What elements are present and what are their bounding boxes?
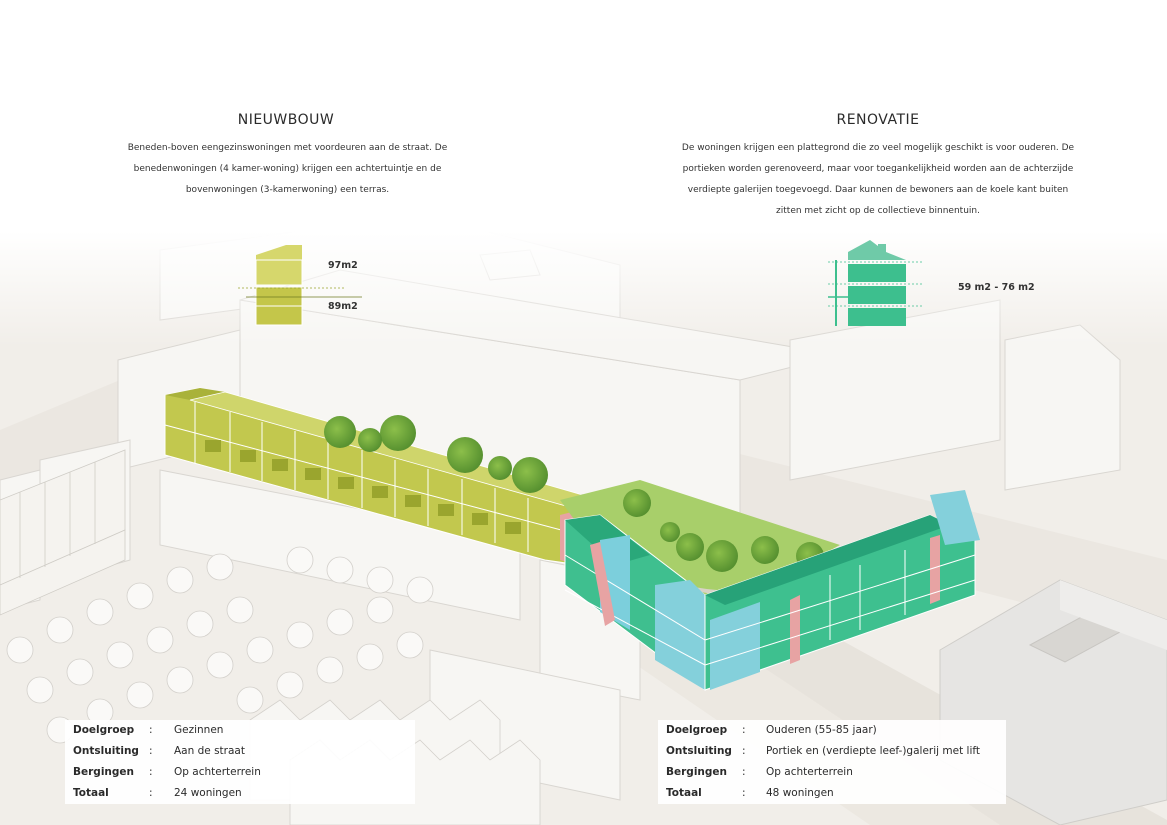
info-value: Aan de straat (174, 745, 245, 757)
info-separator: : (742, 745, 746, 757)
info-separator: : (149, 787, 153, 799)
area-upper-label: 97m2 (328, 260, 358, 271)
nieuwbouw-description: Beneden-boven eengezinswoningen met voor… (127, 143, 448, 195)
info-value: Gezinnen (174, 724, 224, 736)
info-separator: : (742, 787, 746, 799)
info-value: Op achterterrein (174, 766, 261, 778)
info-key: Bergingen (73, 766, 135, 778)
renovatie-title: RENOVATIE (836, 112, 920, 128)
info-separator: : (149, 745, 153, 757)
area-lower-label: 89m2 (328, 301, 358, 312)
nieuwbouw-title: NIEUWBOUW (237, 112, 335, 128)
info-key: Ontsluiting (666, 745, 732, 757)
info-value: Op achterterrein (766, 766, 853, 778)
info-value: Ouderen (55-85 jaar) (766, 724, 877, 736)
renovatie-description: De woningen krijgen een plattegrond die … (681, 143, 1075, 216)
nieuwbouw-unit-icon (238, 245, 362, 326)
info-key: Doelgroep (666, 724, 728, 736)
info-key: Ontsluiting (73, 745, 139, 757)
info-value: Portiek en (verdiepte leef-)galerij met … (766, 745, 981, 757)
renovatie-unit-icon (828, 240, 924, 326)
info-key: Totaal (666, 787, 702, 799)
info-separator: : (742, 766, 746, 778)
renovatie-info-box: Doelgroep : Ouderen (55-85 jaar) Ontslui… (658, 720, 1006, 804)
info-key: Totaal (73, 787, 109, 799)
info-separator: : (149, 766, 153, 778)
info-key: Bergingen (666, 766, 728, 778)
nieuwbouw-info-box: Doelgroep : Gezinnen Ontsluiting : Aan d… (65, 720, 415, 804)
info-value: 48 woningen (766, 787, 834, 799)
info-separator: : (149, 724, 153, 736)
info-value: 24 woningen (174, 787, 242, 799)
renovatie-area-label: 59 m2 - 76 m2 (958, 282, 1035, 293)
info-separator: : (742, 724, 746, 736)
info-key: Doelgroep (73, 724, 135, 736)
